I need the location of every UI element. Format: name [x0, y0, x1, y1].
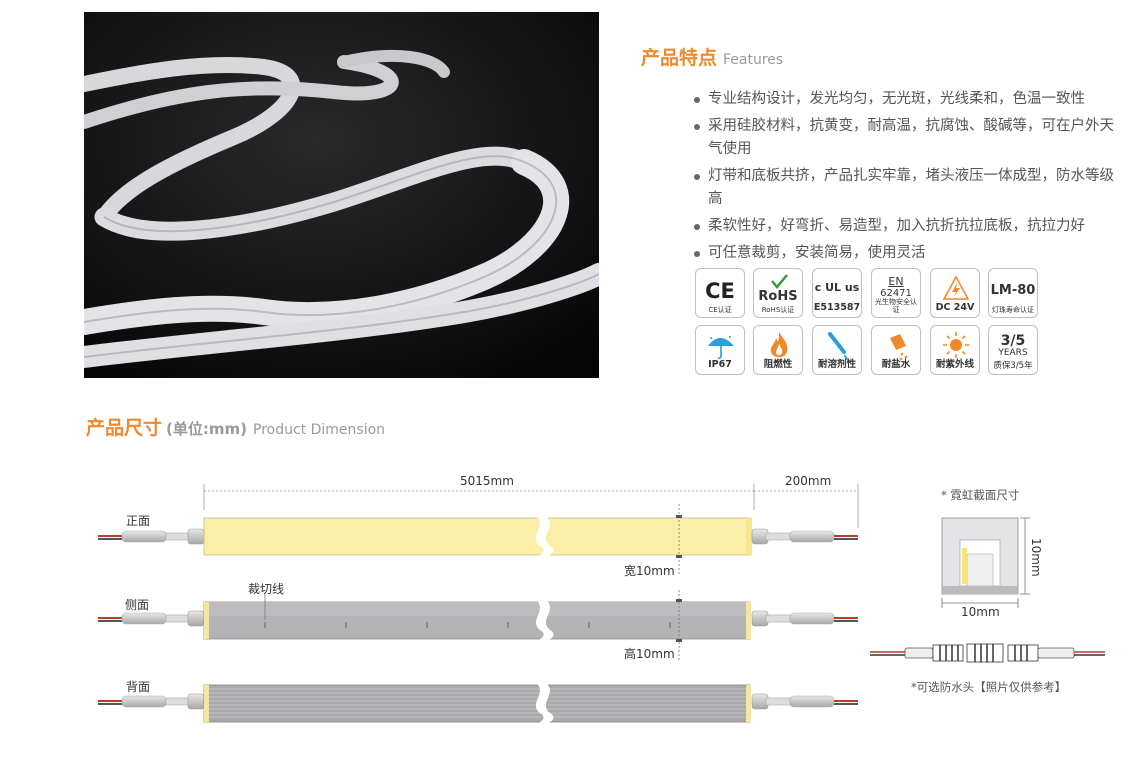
- lead-length-label: 200mm: [785, 474, 832, 488]
- width-label: 宽10mm: [624, 564, 675, 578]
- salt-water-badge: 耐盐水: [871, 325, 921, 375]
- length-dimension-line: [203, 484, 859, 528]
- lm80-badge: LM-80 灯珠寿命认证: [988, 268, 1038, 318]
- flame-icon: [770, 332, 788, 358]
- dc-badge: DC 24V: [930, 268, 980, 318]
- connector-note: *可选防水头【照片仅供参考】: [911, 680, 1067, 694]
- salt-shaker-icon: [890, 334, 908, 361]
- ip67-badge: IP67: [695, 325, 745, 375]
- test-tube-icon: [828, 332, 848, 360]
- solvent-resistance-badge: 耐溶剂性: [812, 325, 862, 375]
- high-voltage-icon: [942, 275, 970, 300]
- lm80-caption: 灯珠寿命认证: [992, 306, 1034, 314]
- length-label: 5015mm: [460, 474, 514, 488]
- warranty-caption: 质保3/5年: [993, 361, 1033, 371]
- front-view-label: 正面: [126, 514, 151, 528]
- front-strip: [98, 516, 858, 558]
- side-strip: [98, 594, 858, 642]
- warranty-years: YEARS: [998, 348, 1028, 358]
- en-caption: 光生物安全认证: [875, 298, 917, 314]
- feature-item: 柔软性好，好弯折、易造型，加入抗折抗拉底板，抗拉力好: [692, 215, 1122, 238]
- rohs-mark: RoHS: [758, 289, 798, 304]
- salt-caption: 耐盐水: [881, 359, 911, 370]
- feature-item: 专业结构设计，发光均匀，无光斑，光线柔和，色温一致性: [692, 88, 1122, 111]
- ce-mark: CE: [705, 279, 735, 303]
- feature-item: 可任意裁剪，安装简易，使用灵活: [692, 242, 1122, 265]
- ul-caption: E513587: [813, 302, 861, 313]
- dimension-unit: (单位:mm): [166, 420, 247, 438]
- dimension-heading: 产品尺寸(单位:mm) Product Dimension: [86, 413, 385, 440]
- flame-retardant-badge: 阻燃性: [753, 325, 803, 375]
- features-title-en: Features: [723, 52, 784, 68]
- ul-badge: c UL us E513587: [812, 268, 862, 318]
- feature-item: 采用硅胶材料，抗黄变，耐高温，抗腐蚀、酸碱等，可在户外天气使用: [692, 115, 1122, 161]
- back-view-label: 背面: [126, 680, 151, 694]
- product-photo: [84, 12, 599, 378]
- ce-caption: CE认证: [708, 306, 732, 314]
- section-note: * 霓虹截面尺寸: [941, 488, 1020, 502]
- dimension-title-cn: 产品尺寸: [86, 417, 163, 439]
- section-width-label: 10mm: [961, 605, 1000, 619]
- waterproof-connector: [870, 643, 1105, 663]
- dc-caption: DC 24V: [935, 302, 975, 313]
- sun-icon: [943, 332, 969, 358]
- en-badge: EN 62471 光生物安全认证: [871, 268, 921, 318]
- dimension-title-en: Product Dimension: [253, 422, 386, 438]
- features-heading: 产品特点 Features: [641, 43, 783, 70]
- warranty-badge: 3/5 YEARS 质保3/5年: [988, 325, 1038, 375]
- back-strip: [98, 683, 858, 725]
- rohs-caption: RoHS认证: [761, 306, 795, 314]
- ip67-caption: IP67: [708, 359, 732, 370]
- ul-mark: c UL us: [814, 281, 860, 294]
- warranty-mark: 3/5: [1000, 333, 1026, 349]
- rohs-badge: RoHS RoHS认证: [753, 268, 803, 318]
- features-title-cn: 产品特点: [641, 47, 718, 69]
- section-height-label: 10mm: [1029, 538, 1043, 577]
- uv-resistance-badge: 耐紫外线: [930, 325, 980, 375]
- solvent-caption: 耐溶剂性: [817, 359, 856, 370]
- side-view-label: 侧面: [125, 598, 150, 612]
- check-icon: [771, 274, 788, 289]
- cut-line-label: 裁切线: [248, 582, 285, 596]
- ce-badge: CE CE认证: [695, 268, 745, 318]
- flame-caption: 阻燃性: [763, 359, 793, 370]
- en-number: 62471: [880, 288, 912, 299]
- cross-section-diagram: [941, 517, 1030, 608]
- umbrella-icon: [708, 336, 734, 360]
- en-mark: EN: [888, 275, 904, 288]
- height-label: 高10mm: [624, 647, 675, 661]
- lm80-mark: LM-80: [990, 283, 1036, 298]
- uv-caption: 耐紫外线: [935, 359, 974, 370]
- feature-list: 专业结构设计，发光均匀，无光斑，光线柔和，色温一致性 采用硅胶材料，抗黄变，耐高…: [692, 88, 1122, 269]
- feature-item: 灯带和底板共挤，产品扎实牢靠，堵头液压一体成型，防水等级高: [692, 165, 1122, 211]
